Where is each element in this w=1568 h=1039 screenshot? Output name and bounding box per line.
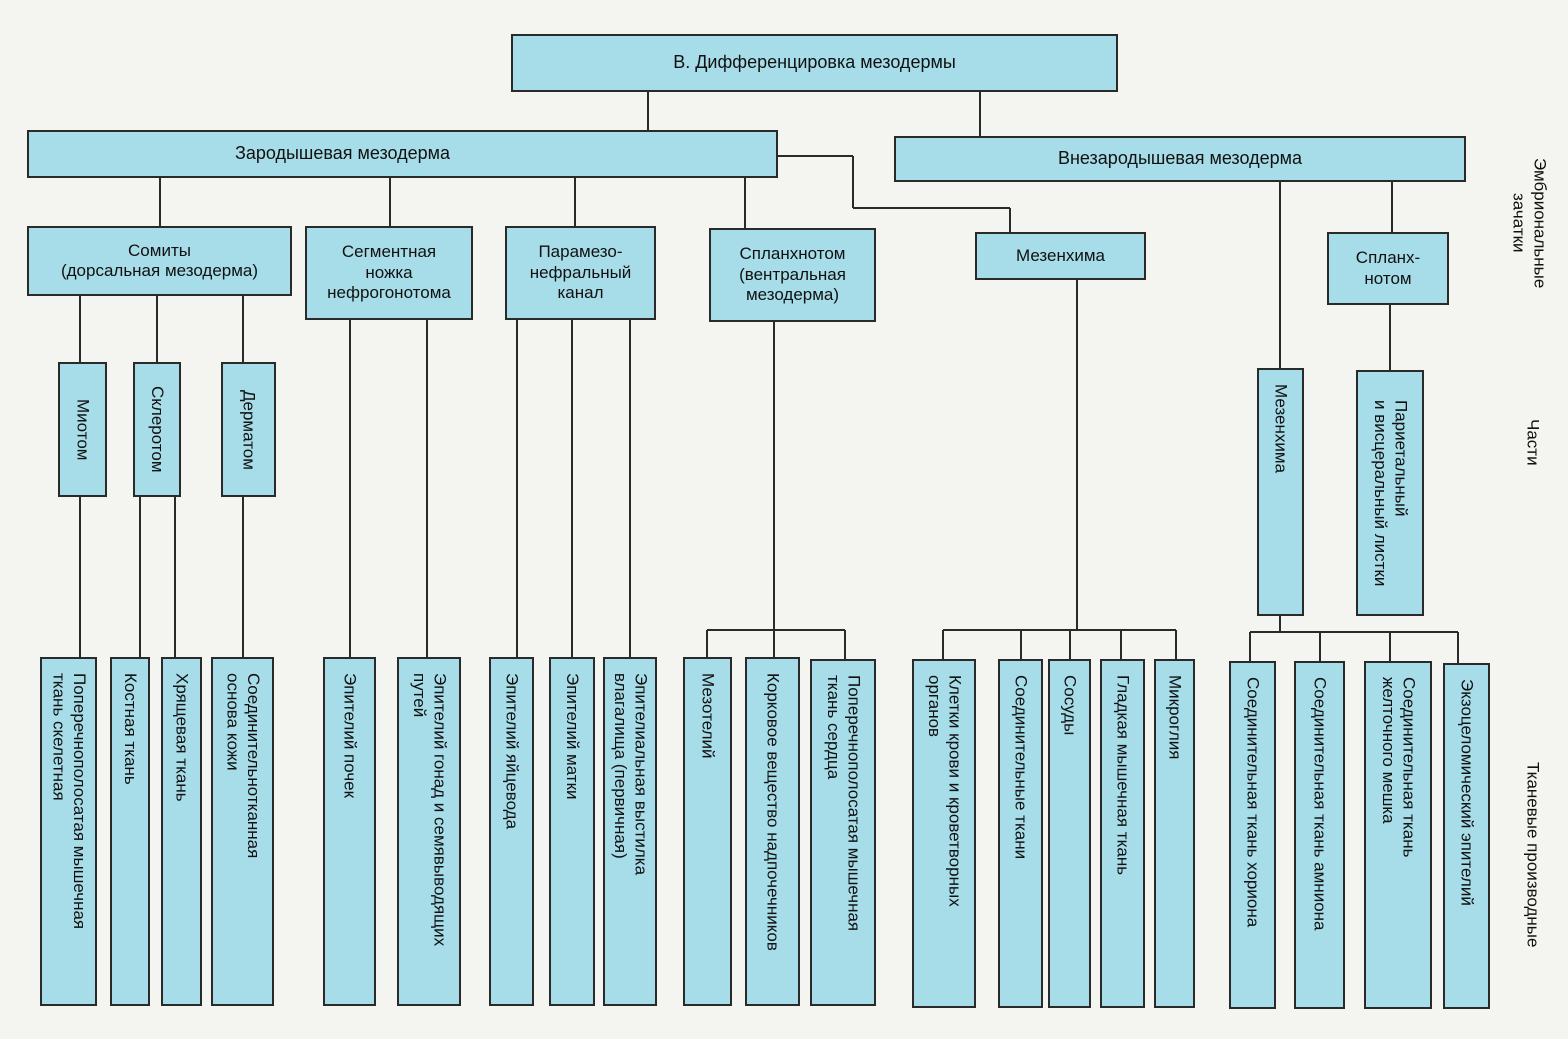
amnion-label: Соединительная ткань амниона: [1310, 677, 1330, 931]
derivative-exocoelomic: Экзоцеломический эпителий: [1443, 663, 1490, 1009]
mesothelium-label: Мезотелий: [698, 673, 718, 759]
paramesonephric-duct-label: Парамезо- нефральный канал: [529, 242, 632, 303]
extraembryonic-mesoderm-box: Внезародышевая мезодерма: [894, 136, 1466, 182]
leaves-label: Париетальный и висцеральный листки: [1371, 399, 1411, 587]
splanchnotome-label: Спланхнотом (вентральная мезодерма): [739, 244, 846, 305]
somites-label: Сомиты (дорсальная мезодерма): [60, 240, 259, 280]
oviduct-epithelium-label: Эпителий яйцевода: [502, 673, 522, 830]
cartilage-label: Хрящевая ткань: [172, 673, 192, 802]
derivative-cartilage: Хрящевая ткань: [161, 657, 202, 1006]
extra-splanchnotome-label: Спланх- нотом: [1355, 248, 1421, 288]
derivative-blood-cells: Клетки крови и кроветворных органов: [912, 659, 976, 1008]
embryonic-mesoderm-box: Зародышевая мезодерма: [27, 130, 778, 178]
adrenal-cortex-label: Корковое вещество надпочечников: [763, 673, 783, 951]
level-label-parts: Части: [1523, 418, 1543, 466]
mesenchyme-label: Мезенхима: [1015, 245, 1106, 265]
extraembryonic-mesoderm-label: Внезародышевая мезодерма: [1057, 148, 1303, 169]
level-label-rudiments: Эмбриональные зачатки: [1509, 157, 1550, 289]
sclerotome-box: Склеротом: [133, 362, 181, 497]
segmental-stalk-label: Сегментная ножка нефрогонотома: [327, 242, 451, 303]
derivative-bone: Костная ткань: [110, 657, 150, 1006]
vaginal-lining-label: Эпителиальная выстилка влагалища (первич…: [611, 673, 651, 876]
kidney-epithelium-label: Эпителий почек: [340, 673, 360, 799]
embryonic-mesoderm-label: Зародышевая мезодерма: [234, 143, 451, 164]
connective-label: Соединительные ткани: [1011, 675, 1031, 860]
extra-mesenchyme-box: Мезенхима: [1257, 368, 1304, 616]
skeletal-muscle-label: Поперечнополосатая мышечная ткань скелет…: [49, 673, 89, 930]
derivative-microglia: Микроглия: [1154, 659, 1195, 1008]
derivative-vaginal-lining: Эпителиальная выстилка влагалища (первич…: [603, 657, 657, 1006]
mesenchyme-box: Мезенхима: [975, 232, 1146, 280]
page-title: В. Дифференцировка мезодермы: [673, 52, 956, 73]
dermatome-box: Дерматом: [221, 362, 276, 497]
derivative-mesothelium: Мезотелий: [683, 657, 732, 1006]
extra-splanchnotome-box: Спланх- нотом: [1327, 232, 1449, 305]
derivative-skeletal-muscle: Поперечнополосатая мышечная ткань скелет…: [40, 657, 97, 1006]
myotome-label: Миотом: [73, 398, 93, 461]
derivative-adrenal-cortex: Корковое вещество надпочечников: [745, 657, 800, 1006]
myotome-box: Миотом: [58, 362, 107, 497]
derivative-heart-muscle: Поперечнополосатая мышечная ткань сердца: [810, 659, 876, 1006]
derivative-vessels: Сосуды: [1048, 659, 1091, 1008]
derivative-kidney-epithelium: Эпителий почек: [323, 657, 376, 1006]
gonad-epithelium-label: Эпителий гонад и семявыводящих путей: [410, 673, 450, 947]
title-box: В. Дифференцировка мезодермы: [511, 34, 1118, 92]
derivative-smooth-muscle: Гладкая мышечная ткань: [1100, 659, 1145, 1008]
heart-muscle-label: Поперечнополосатая мышечная ткань сердца: [824, 675, 864, 932]
derivative-amnion: Соединительная ткань амниона: [1294, 661, 1345, 1009]
derivative-chorion: Соединительная ткань хориона: [1229, 661, 1276, 1009]
derivative-gonad-epithelium: Эпителий гонад и семявыводящих путей: [397, 657, 461, 1006]
derivative-yolk-sac: Соединительная ткань желточного мешка: [1364, 661, 1432, 1009]
somites-box: Сомиты (дорсальная мезодерма): [27, 226, 292, 296]
vessels-label: Сосуды: [1060, 675, 1080, 736]
paramesonephric-duct-box: Парамезо- нефральный канал: [505, 226, 656, 320]
dermatome-label: Дерматом: [239, 389, 259, 470]
chorion-label: Соединительная ткань хориона: [1243, 677, 1263, 928]
smooth-muscle-label: Гладкая мышечная ткань: [1113, 675, 1133, 876]
leaves-box: Париетальный и висцеральный листки: [1356, 370, 1424, 616]
level-label-derivatives: Тканевые производные: [1523, 762, 1543, 948]
extra-mesenchyme-label: Мезенхима: [1271, 384, 1291, 474]
yolk-sac-label: Соединительная ткань желточного мешка: [1379, 677, 1419, 858]
splanchnotome-box: Спланхнотом (вентральная мезодерма): [709, 228, 876, 322]
derivative-connective: Соединительные ткани: [998, 659, 1043, 1008]
segmental-stalk-box: Сегментная ножка нефрогонотома: [305, 226, 473, 320]
blood-cells-label: Клетки крови и кроветворных органов: [925, 675, 965, 907]
derivative-oviduct-epithelium: Эпителий яйцевода: [489, 657, 534, 1006]
derivative-uterus-epithelium: Эпителий матки: [549, 657, 595, 1006]
sclerotome-label: Склеротом: [148, 386, 168, 473]
uterus-epithelium-label: Эпителий матки: [563, 673, 583, 800]
bone-label: Костная ткань: [121, 673, 141, 785]
derivative-skin-base: Соединительнотканная основа кожи: [211, 657, 274, 1006]
skin-base-label: Соединительнотканная основа кожи: [223, 673, 263, 859]
microglia-label: Микроглия: [1165, 675, 1185, 760]
exocoelomic-label: Экзоцеломический эпителий: [1457, 679, 1477, 906]
